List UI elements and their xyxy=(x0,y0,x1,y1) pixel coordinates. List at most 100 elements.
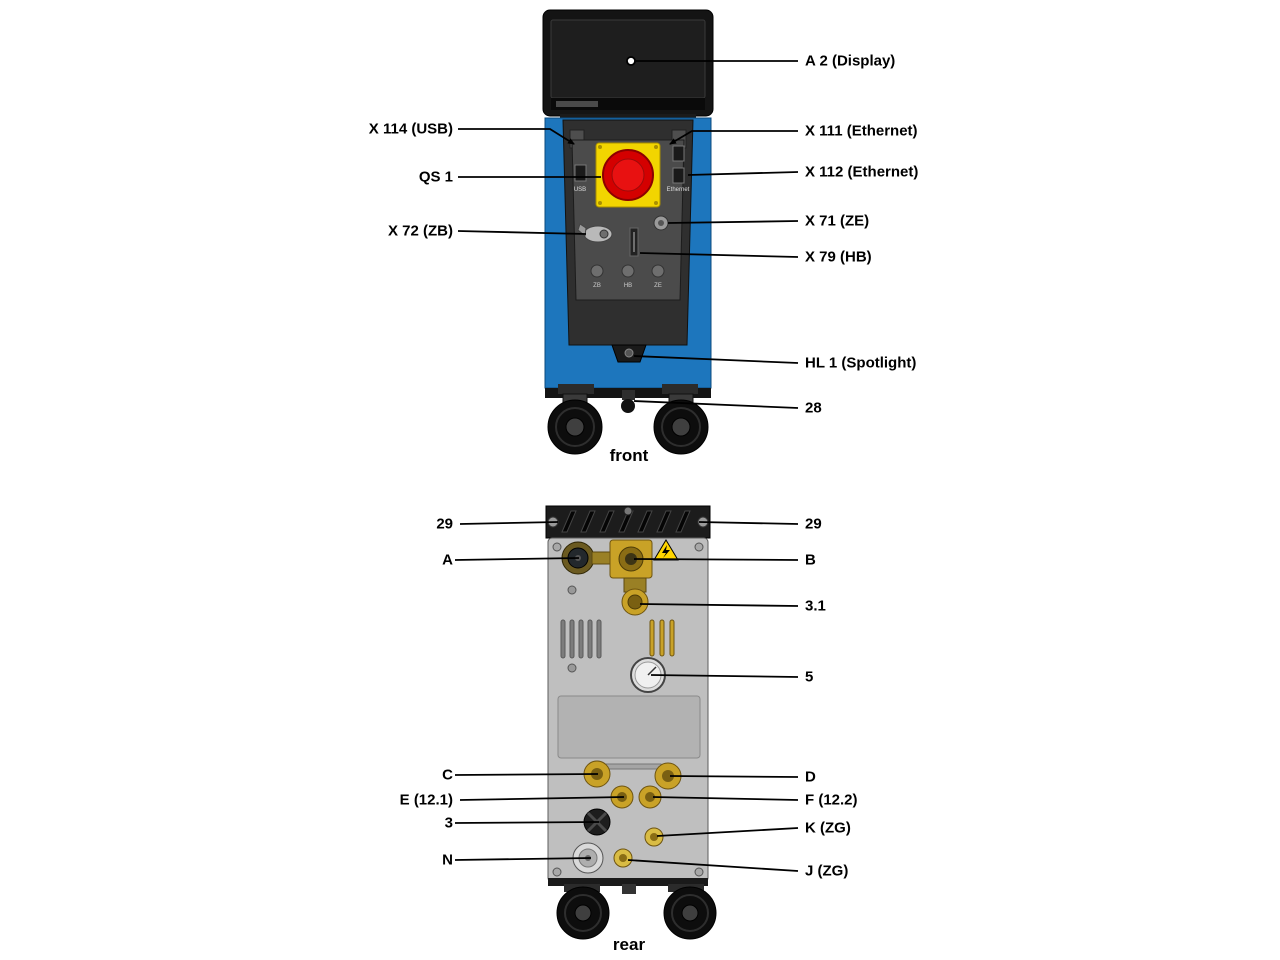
callout-f-12-2: F (12.2) xyxy=(805,791,858,809)
connector-bracket xyxy=(605,763,662,770)
connector-b[interactable] xyxy=(609,539,653,579)
leader-c xyxy=(454,773,599,776)
leader-x111 xyxy=(669,130,798,145)
leader-x114 xyxy=(458,128,575,145)
rear-vent-slots xyxy=(561,510,691,533)
callout-29-left: 29 xyxy=(436,515,453,533)
leader-5 xyxy=(650,674,799,678)
callout-j-zg: J (ZG) xyxy=(805,862,849,880)
top-bolt xyxy=(623,506,633,516)
emergency-stop-button-cap xyxy=(611,158,645,192)
callout-x71-ze: X 71 (ZE) xyxy=(805,212,870,230)
ethernet-port-label: Ethernet xyxy=(667,187,690,193)
callout-5: 5 xyxy=(805,668,814,686)
ethernet-port-2[interactable] xyxy=(672,167,685,184)
rear-base xyxy=(548,878,708,886)
rear-recessed-plate xyxy=(557,695,701,759)
callout-3: 3 xyxy=(444,814,453,832)
leader-b xyxy=(633,558,799,561)
callout-n: N xyxy=(442,851,453,869)
hb-cap-label: HB xyxy=(624,283,632,289)
usb-port-label: USB xyxy=(574,187,586,193)
leader-n xyxy=(454,857,592,861)
hb-cap xyxy=(621,264,635,278)
ze-connector-pin xyxy=(658,220,664,226)
caption-rear: rear xyxy=(612,935,646,954)
callout-c: C xyxy=(442,766,453,784)
callout-d: D xyxy=(805,768,816,786)
rear-left-wheel xyxy=(556,884,610,940)
rear-right-wheel xyxy=(663,884,717,940)
leader-a xyxy=(454,557,580,561)
panel-screw xyxy=(552,542,562,552)
leader-e xyxy=(459,796,625,801)
connector-f[interactable] xyxy=(638,785,662,809)
leader-29-right xyxy=(698,521,799,525)
callout-a: A xyxy=(442,551,453,569)
spotlight-lens xyxy=(624,348,634,358)
leader-3 xyxy=(454,821,600,824)
usb-port[interactable] xyxy=(574,164,587,182)
callout-x114-usb: X 114 (USB) xyxy=(368,120,453,138)
center-caster xyxy=(621,399,635,413)
callout-hl1-spotlight: HL 1 (Spotlight) xyxy=(805,354,917,372)
leader-f xyxy=(652,796,799,801)
plate-screw xyxy=(598,145,602,149)
ze-cap-label: ZE xyxy=(654,283,662,289)
ethernet-port-1[interactable] xyxy=(672,145,685,162)
zb-clamp-connector[interactable] xyxy=(577,223,613,243)
rear-view-illustration xyxy=(545,505,717,940)
panel-screw xyxy=(567,585,577,595)
panel-screw xyxy=(552,867,562,877)
leader-3-1 xyxy=(639,603,799,607)
ze-cap xyxy=(651,264,665,278)
connector-j-zg[interactable] xyxy=(613,848,633,868)
callout-b: B xyxy=(805,551,816,569)
zb-cap-label: ZB xyxy=(593,283,601,289)
callout-k-zg: K (ZG) xyxy=(805,819,851,837)
callout-28: 28 xyxy=(805,399,822,417)
zb-cap xyxy=(590,264,604,278)
callout-x79-hb: X 79 (HB) xyxy=(805,248,872,266)
leader-x112 xyxy=(687,171,799,176)
callout-29-right: 29 xyxy=(805,515,822,533)
panel-screw xyxy=(694,542,704,552)
leader-lines xyxy=(454,56,799,872)
callout-a2-display: A 2 (Display) xyxy=(805,52,896,70)
leader-j xyxy=(627,859,799,872)
caption-front: front xyxy=(609,446,649,465)
connector-3-1[interactable] xyxy=(621,577,649,616)
leader-29-left xyxy=(459,521,559,525)
leader-x71 xyxy=(667,220,799,224)
callout-qs1: QS 1 xyxy=(418,168,453,186)
leader-k xyxy=(656,827,799,837)
display-callout-dot xyxy=(626,56,636,66)
plate-screw xyxy=(654,145,658,149)
rear-side-vents xyxy=(560,619,602,659)
leader-hl1 xyxy=(633,355,799,364)
plate-screw xyxy=(598,201,602,205)
callout-e-12-1: E (12.1) xyxy=(399,791,453,809)
panel-screw xyxy=(694,867,704,877)
connector-link xyxy=(591,551,613,565)
leader-x79 xyxy=(639,252,799,258)
leader-28 xyxy=(633,400,799,409)
pressure-gauge xyxy=(630,657,666,693)
callout-x111-ethernet: X 111 (Ethernet) xyxy=(805,122,918,140)
callout-3-1: 3.1 xyxy=(805,597,826,615)
leader-x72 xyxy=(457,230,587,235)
front-view-illustration: USB Ethernet ZB HB ZE xyxy=(542,9,714,455)
front-left-caster xyxy=(547,384,603,455)
connector-k-zg[interactable] xyxy=(644,827,664,847)
brass-pins xyxy=(649,619,675,657)
panel-screw xyxy=(567,663,577,673)
connector-d[interactable] xyxy=(654,762,682,790)
callout-x112-ethernet: X 112 (Ethernet) xyxy=(805,163,919,181)
front-right-caster xyxy=(653,384,709,455)
rear-center-bracket xyxy=(622,884,636,894)
plate-screw xyxy=(654,201,658,205)
display-button-bar xyxy=(556,101,598,107)
center-foot xyxy=(622,390,635,400)
